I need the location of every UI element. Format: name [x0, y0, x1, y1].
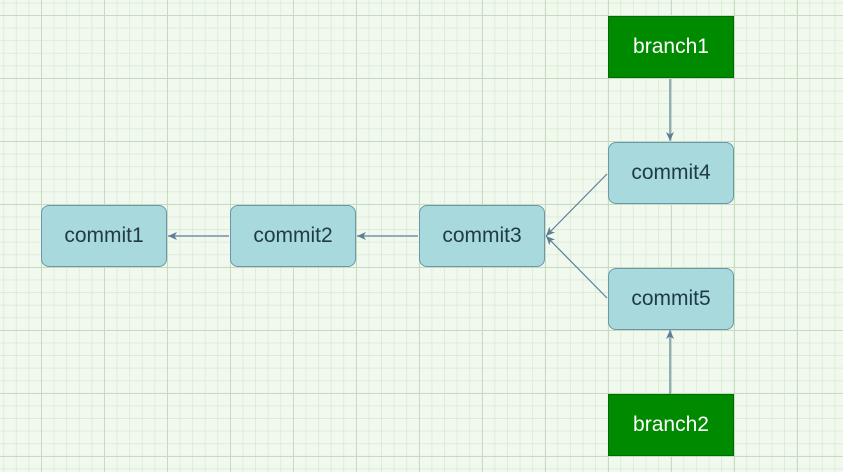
commit4-label: commit4 [631, 161, 711, 184]
branch1-node[interactable]: branch1 [608, 16, 734, 78]
commit1-node[interactable]: commit1 [41, 205, 167, 267]
commit1-label: commit1 [64, 224, 144, 247]
commit4-node[interactable]: commit4 [608, 142, 734, 204]
edge-commit5-to-commit3 [545, 235, 608, 299]
branch1-label: branch1 [633, 35, 709, 58]
branch2-node[interactable]: branch2 [608, 394, 734, 456]
commit3-node[interactable]: commit3 [419, 205, 545, 267]
edge-commit4-to-commit3 [545, 173, 608, 237]
commit5-node[interactable]: commit5 [608, 268, 734, 330]
commit2-label: commit2 [253, 224, 333, 247]
commit3-label: commit3 [442, 224, 522, 247]
commit5-label: commit5 [631, 287, 711, 310]
commit2-node[interactable]: commit2 [230, 205, 356, 267]
branch2-label: branch2 [633, 413, 709, 436]
